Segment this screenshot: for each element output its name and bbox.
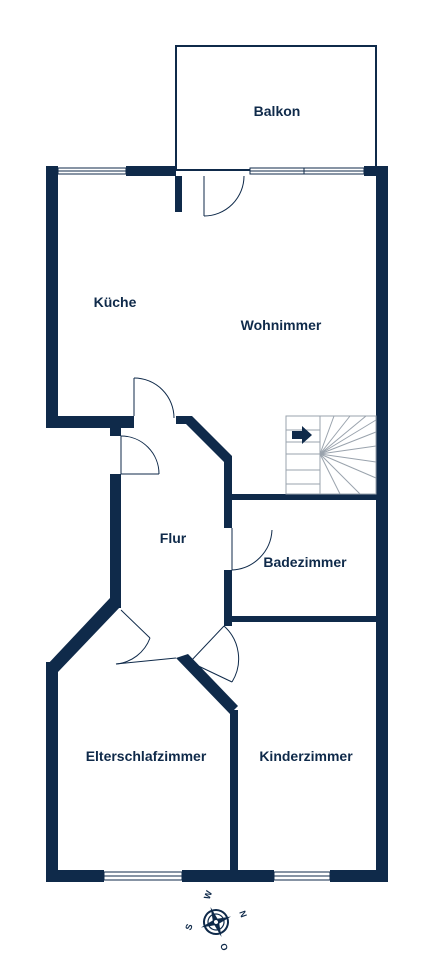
compass-letter-o: O xyxy=(218,942,230,952)
room-label-balkon: Balkon xyxy=(254,103,301,119)
arrow-right-icon xyxy=(292,426,312,444)
room-label-kueche: Küche xyxy=(94,294,137,310)
stairs xyxy=(285,415,377,495)
compass-letter-s: S xyxy=(183,922,194,931)
room-label-kinderzimmer: Kinderzimmer xyxy=(259,748,353,764)
room-label-elternschlafzimmer: Elterschlafzimmer xyxy=(86,748,207,764)
compass-rose-icon xyxy=(200,906,232,938)
doors xyxy=(115,175,273,683)
compass-letter-w: W xyxy=(202,889,214,901)
walls xyxy=(46,166,388,882)
room-label-badezimmer: Badezimmer xyxy=(263,554,347,570)
windows xyxy=(57,167,365,881)
room-label-wohnzimmer: Wohnimmer xyxy=(241,317,322,333)
room-label-flur: Flur xyxy=(160,530,187,546)
compass-letter-n: N xyxy=(237,909,249,919)
